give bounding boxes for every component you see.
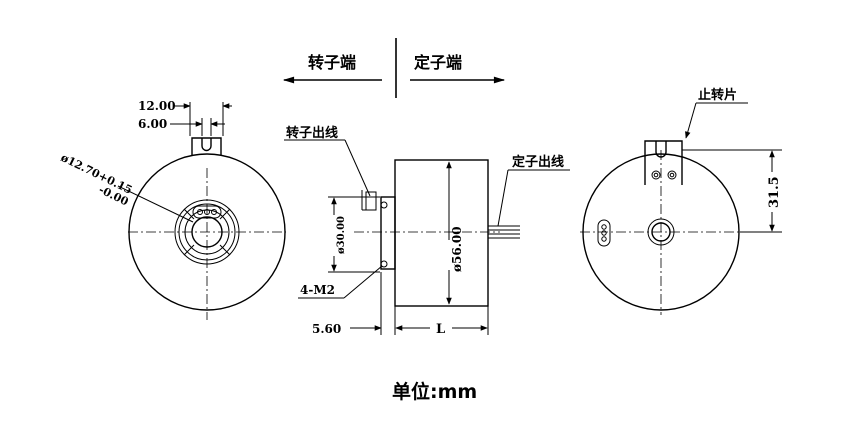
terminal-block — [192, 205, 222, 219]
unit-label: 单位:mm — [392, 380, 477, 403]
slipring-body — [394, 159, 489, 307]
side-view: 定子出线 转子出线 ø30.00 ø56.00 4-M2 5.60 L — [284, 125, 570, 337]
flange — [380, 196, 396, 270]
bore-circle — [191, 216, 223, 248]
stator-leads-label: 定子出线 — [511, 154, 564, 170]
stator-side-label: 定子端 — [413, 53, 462, 72]
dim-tab-width: 12.00 — [138, 99, 176, 113]
body-diameter-label: ø56.00 — [450, 226, 464, 272]
mount-hole — [380, 260, 388, 268]
stop-tab-label: 止转片 — [698, 87, 737, 103]
right-rear-view: 止转片 31.5 — [580, 87, 782, 315]
rear-body-circle — [582, 153, 740, 311]
rear-terminal — [597, 219, 611, 247]
left-front-view: 12.00 6.00 ø12.70+0.15 -0.00 — [59, 99, 286, 320]
outer-body-circle — [128, 153, 286, 311]
tab-height-label: 31.5 — [767, 176, 782, 208]
bore-diameter-label: ø12.70+0.15 — [59, 151, 135, 197]
flange-offset-label: 5.60 — [312, 322, 341, 336]
stop-tab-left — [191, 137, 222, 155]
dim-slot-width: 6.00 — [138, 117, 167, 131]
direction-indicator: 转子端 定子端 — [282, 38, 506, 98]
rotor-side-label: 转子端 — [308, 53, 356, 72]
flange-diameter-label: ø30.00 — [336, 216, 347, 254]
length-label: L — [436, 322, 445, 337]
rotor-leads-label: 转子出线 — [286, 125, 338, 141]
mount-holes-label: 4-M2 — [300, 283, 335, 297]
stop-tab-right — [644, 140, 683, 185]
